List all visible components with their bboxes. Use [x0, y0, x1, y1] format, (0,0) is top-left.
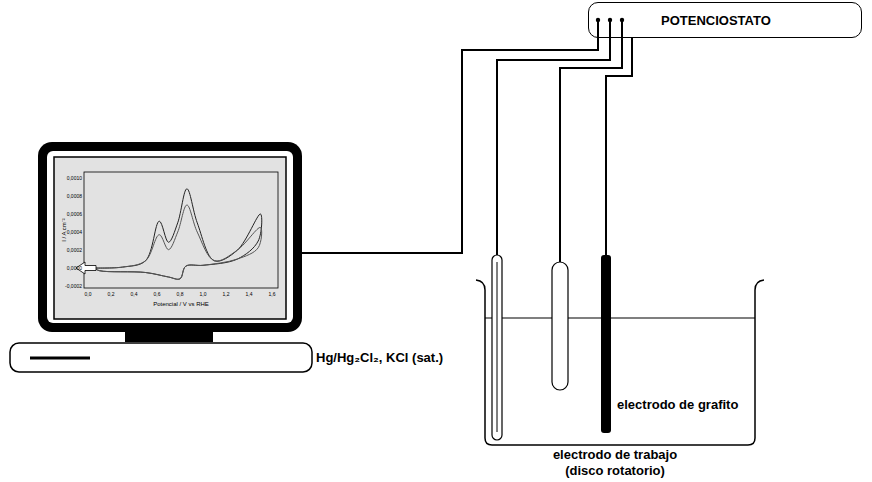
- tick-label: 0,0002: [67, 247, 82, 253]
- tick-label: 1,4: [246, 291, 253, 297]
- monitor-frame: [38, 142, 302, 332]
- terminal: [608, 18, 612, 22]
- tick-label: 0,6: [154, 291, 161, 297]
- voltammogram: [94, 189, 262, 279]
- tick-label: 0,8: [177, 291, 184, 297]
- monitor-bezel: [47, 151, 293, 323]
- tick-label: 0,0010: [67, 175, 82, 181]
- reference-wire-inner: [497, 262, 498, 432]
- working-electrode: [552, 262, 568, 390]
- instrument-box: POTENCIOSTATO: [588, 2, 862, 38]
- tick-label: 0,0000: [67, 265, 82, 271]
- electrode-label: electrodo de grafito: [617, 397, 738, 413]
- tick-label: 1,2: [223, 291, 230, 297]
- reference-electrode: [492, 255, 502, 440]
- tick-label: 0,4: [131, 291, 138, 297]
- keyboard-slot: [30, 357, 90, 360]
- counter-wire: [606, 38, 632, 255]
- plot-frame: [84, 172, 278, 288]
- terminal: [596, 18, 600, 22]
- terminal: [620, 18, 624, 22]
- cv-curve: [94, 205, 262, 279]
- keyboard: [10, 343, 312, 372]
- computer-wire: [302, 21, 598, 253]
- axis-title: I / A cm⁻²: [61, 218, 68, 242]
- tick-label: 1,0: [200, 291, 207, 297]
- reference-wire: [497, 21, 610, 255]
- tick-label: 0,0: [85, 291, 92, 297]
- liquid-level: [485, 317, 755, 318]
- tick-label: 0,0008: [67, 193, 82, 199]
- tick-label: 0,0004: [67, 229, 82, 235]
- monitor-screen: [54, 157, 286, 319]
- wires: [302, 21, 632, 262]
- graphite-electrode: [601, 255, 611, 433]
- instrument-name: POTENCIOSTATO: [661, 13, 771, 28]
- cv-curve: [94, 189, 262, 279]
- monitor-stand: [125, 332, 213, 342]
- working-wire: [560, 21, 622, 262]
- axis-title: Potencial / V vs RHE: [153, 301, 209, 308]
- tick-label: -0,0002: [65, 283, 82, 289]
- tick-label: 0,2: [108, 291, 115, 297]
- beaker: [476, 280, 764, 445]
- tick-label: 1,6: [269, 291, 276, 297]
- tick-label: 0,0006: [67, 211, 82, 217]
- electrode-label: Hg/Hg₂Cl₂, KCl (sat.): [316, 350, 443, 366]
- electrode-label: electrodo de trabajo (disco rotatorio): [540, 447, 690, 479]
